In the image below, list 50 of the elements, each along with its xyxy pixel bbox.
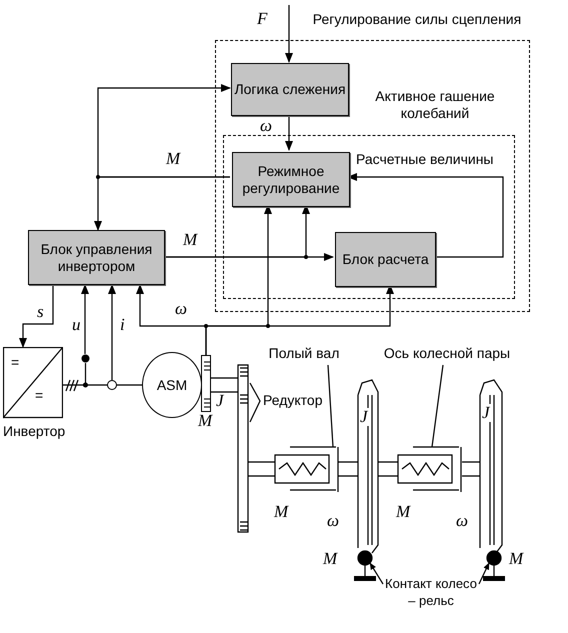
symbol-label: J [481,404,491,422]
edge-label: F [257,10,268,28]
block-caption: Инвертор [3,423,66,440]
block-label: Логика слежения [233,81,347,98]
arrow [285,5,293,63]
callout-text: Контакт колесо – рельс [384,575,478,609]
block-label: Блок управления инвертором [40,240,154,274]
part-label: Редуктор [263,392,322,408]
process-box [28,230,165,285]
group-title: Регулирование силы сцепления [312,11,522,28]
voltage-sensor [81,354,90,388]
leader-line [369,562,384,584]
symbol-label: ω [456,512,468,530]
edge-label: i [120,316,125,334]
group-title: Активное гашение колебаний [374,88,496,122]
current-sensor [107,380,117,390]
leader-line [327,364,334,448]
process-box [335,232,436,287]
leader-line [478,562,490,584]
edge-label: ω [260,117,272,135]
edge-label: M [166,150,180,168]
symbol-label: M [396,503,410,521]
arrow [285,115,293,151]
symbol-label: M [509,550,524,568]
symbol-label: J [359,408,369,426]
connector-line [63,384,142,386]
edge-label: ω [175,300,188,318]
arrow [108,284,116,380]
symbol-label: M [198,412,212,430]
node-label: ASM [156,376,188,394]
symbol-label: M [274,503,288,521]
symbol-label: ω [327,512,340,530]
block-label: Блок расчета [341,251,430,268]
leader-line [431,364,444,448]
block-label: Режимное регулирование [241,162,341,196]
dc-symbol: = [35,387,44,404]
symbol-label: J [216,392,224,410]
edge-label: s [37,303,44,321]
process-box [232,152,350,207]
process-box [231,63,349,116]
symbol-label: M [323,550,338,568]
callout-text: Полый вал [268,345,340,362]
edge-label: u [72,316,80,334]
dc-symbol: = [11,354,20,371]
arrow [81,284,89,354]
callout-text: Ось колесной пары [382,345,512,362]
edge-label: M [183,231,198,249]
arrow [19,285,54,348]
edge-label: Расчетные величины [356,151,494,167]
arrow [97,84,231,178]
